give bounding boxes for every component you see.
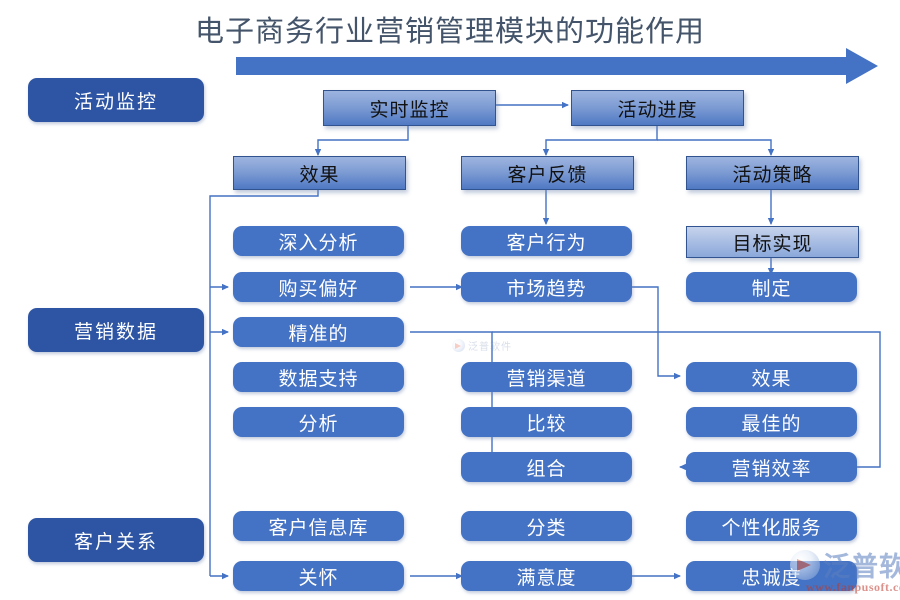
node-label: 比较 <box>526 413 567 435</box>
node-label: 制定 <box>751 278 792 300</box>
category-marketing-data[interactable]: 营销数据 <box>28 308 204 352</box>
node-label: 客户反馈 <box>507 164 588 186</box>
node-marketing-efficiency[interactable]: 营销效率 <box>686 452 857 482</box>
node-marketing-channel[interactable]: 营销渠道 <box>461 362 632 392</box>
node-classification[interactable]: 分类 <box>461 511 632 541</box>
node-personalized-service[interactable]: 个性化服务 <box>686 511 857 541</box>
page-title: 电子商务行业营销管理模块的功能作用 <box>194 16 705 48</box>
node-label: 客户行为 <box>506 232 587 254</box>
category-label: 活动监控 <box>73 91 158 113</box>
node-analysis[interactable]: 分析 <box>233 407 404 437</box>
node-effect-top[interactable]: 效果 <box>233 156 406 190</box>
node-formulate[interactable]: 制定 <box>686 272 857 302</box>
category-activity-monitoring[interactable]: 活动监控 <box>28 78 204 122</box>
node-label: 活动进度 <box>617 99 698 121</box>
node-label: 营销渠道 <box>506 368 587 390</box>
node-label: 分类 <box>526 517 567 539</box>
node-data-support[interactable]: 数据支持 <box>233 362 404 392</box>
node-label: 最佳的 <box>741 413 802 435</box>
node-label: 满意度 <box>516 567 577 589</box>
node-activity-progress[interactable]: 活动进度 <box>571 90 744 126</box>
node-label: 实时监控 <box>369 99 450 121</box>
node-best[interactable]: 最佳的 <box>686 407 857 437</box>
node-label: 精准的 <box>288 323 349 345</box>
node-realtime-monitor[interactable]: 实时监控 <box>323 90 496 126</box>
category-label: 客户关系 <box>73 531 158 553</box>
node-combination[interactable]: 组合 <box>461 452 632 482</box>
node-deep-analysis[interactable]: 深入分析 <box>233 226 404 256</box>
node-label: 数据支持 <box>278 368 359 390</box>
node-label: 组合 <box>526 458 567 480</box>
node-label: 深入分析 <box>278 232 359 254</box>
node-label: 忠诚度 <box>741 567 802 589</box>
node-label: 个性化服务 <box>721 517 822 539</box>
node-effect-right[interactable]: 效果 <box>686 362 857 392</box>
node-label: 分析 <box>298 413 339 435</box>
node-goal-achievement[interactable]: 目标实现 <box>686 226 859 258</box>
node-label: 购买偏好 <box>278 278 359 300</box>
node-customer-database[interactable]: 客户信息库 <box>233 511 404 541</box>
node-precise[interactable]: 精准的 <box>233 317 404 347</box>
category-label: 营销数据 <box>73 321 158 343</box>
node-market-trend[interactable]: 市场趋势 <box>461 272 632 302</box>
node-customer-feedback[interactable]: 客户反馈 <box>461 156 634 190</box>
category-customer-relations[interactable]: 客户关系 <box>28 518 204 562</box>
node-care[interactable]: 关怀 <box>233 561 404 591</box>
node-label: 市场趋势 <box>506 278 587 300</box>
node-loyalty[interactable]: 忠诚度 <box>686 561 857 591</box>
node-customer-behavior[interactable]: 客户行为 <box>461 226 632 256</box>
node-label: 目标实现 <box>732 233 813 255</box>
node-label: 效果 <box>299 164 340 186</box>
node-comparison[interactable]: 比较 <box>461 407 632 437</box>
node-satisfaction[interactable]: 满意度 <box>461 561 632 591</box>
node-label: 效果 <box>751 368 792 390</box>
node-activity-strategy[interactable]: 活动策略 <box>686 156 859 190</box>
node-purchase-preference[interactable]: 购买偏好 <box>233 272 404 302</box>
timeline-arrow <box>236 48 878 84</box>
node-label: 关怀 <box>298 567 339 589</box>
node-label: 营销效率 <box>731 458 812 480</box>
node-label: 活动策略 <box>732 164 813 186</box>
node-label: 客户信息库 <box>268 517 369 539</box>
